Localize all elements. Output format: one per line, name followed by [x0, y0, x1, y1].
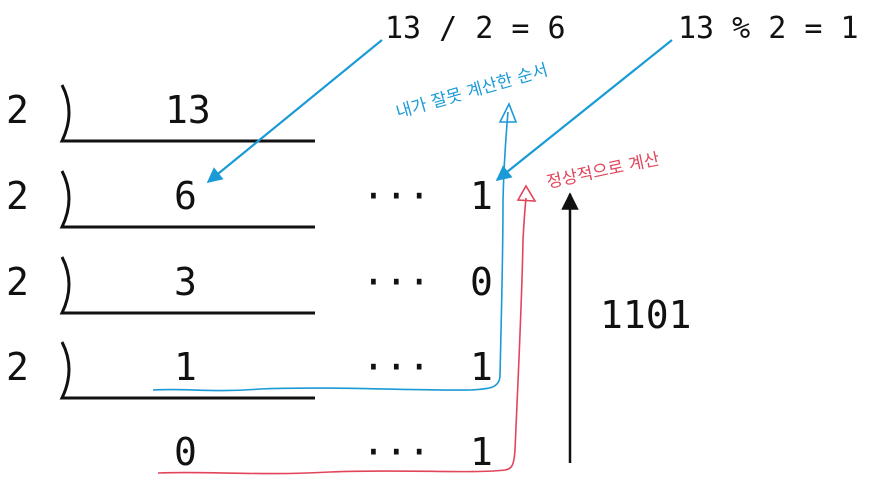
binary-result: 1101	[600, 293, 692, 337]
correct-order-label: 정상적으로 계산	[545, 149, 662, 193]
divisor-row-4: 2	[6, 345, 29, 389]
wrong-order-path	[152, 111, 509, 392]
division-bracket-1	[59, 84, 315, 143]
divisor-row-2: 2	[6, 174, 29, 218]
division-bracket-3	[59, 256, 315, 315]
modulo-note: 13 % 2 = 1	[678, 11, 859, 46]
ellipsis-row-5: ···	[362, 430, 431, 474]
ellipsis-row-4: ···	[362, 345, 431, 389]
modulo-note-arrow	[495, 39, 673, 181]
division-bracket-2	[59, 170, 315, 229]
remainder-row-3: 0	[470, 260, 493, 304]
quotient-3: 3	[174, 260, 197, 304]
wrong-order-arrowhead	[498, 102, 518, 123]
remainder-row-4: 1	[470, 345, 493, 389]
divisor-row-1: 2	[6, 88, 29, 132]
wrong-order-label: 내가 잘못 계산한 순서	[394, 60, 550, 122]
division-bracket-4	[59, 341, 315, 400]
remainder-row-5: 1	[470, 430, 493, 474]
ellipsis-row-3: ···	[362, 260, 431, 304]
divisor-row-3: 2	[6, 260, 29, 304]
quotient-0: 0	[174, 430, 197, 474]
remainder-row-2: 1	[470, 174, 493, 218]
division-note-arrow	[206, 39, 383, 183]
dividend-13: 13	[165, 88, 211, 132]
quotient-1: 1	[174, 345, 197, 389]
division-note: 13 / 2 = 6	[385, 11, 566, 46]
quotient-6: 6	[174, 174, 197, 218]
correct-order-path	[157, 197, 527, 475]
ellipsis-row-2: ···	[362, 174, 431, 218]
correct-order-arrowhead	[516, 184, 537, 202]
